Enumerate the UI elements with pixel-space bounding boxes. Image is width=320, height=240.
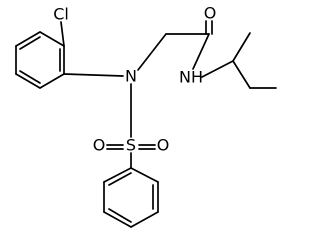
ring-bond <box>15 31 41 47</box>
ch-ch2-bond <box>232 60 251 89</box>
ring-double-bond <box>108 208 132 223</box>
atom-label-sulfonyl-oxygen-left: O <box>93 136 106 155</box>
ch-ch3-bond <box>232 32 251 62</box>
ring-bond <box>103 211 132 228</box>
ring-double-bond <box>19 70 41 84</box>
ring-bond <box>39 73 65 89</box>
ring-bond <box>15 73 41 89</box>
atom-label-carbonyl-oxygen: O <box>204 4 217 23</box>
ring-bond <box>103 167 132 183</box>
bond-lines <box>15 20 277 228</box>
ring-bond <box>130 167 159 183</box>
n-ch2-bond <box>137 33 167 71</box>
ring-bond <box>39 31 65 47</box>
ring-bond <box>130 211 159 228</box>
co-nh-bond <box>192 33 210 70</box>
structural-formula: Cl O NH N S O O <box>15 4 277 228</box>
ring-n-bond <box>63 73 124 77</box>
atom-label-amide-nitrogen: NH <box>179 68 203 87</box>
atom-label-sulfonamide-nitrogen: N <box>125 67 137 86</box>
atom-label-sulfur: S <box>126 136 136 155</box>
atom-label-sulfonyl-oxygen-right: O <box>157 136 170 155</box>
ring-double-bond <box>108 172 132 186</box>
atom-labels: Cl O NH N S O O <box>53 4 216 155</box>
atom-label-chlorine: Cl <box>53 5 69 24</box>
c-cl-bond <box>60 21 65 47</box>
ring-double-bond <box>19 36 41 50</box>
nh-ch-bond <box>201 60 234 78</box>
